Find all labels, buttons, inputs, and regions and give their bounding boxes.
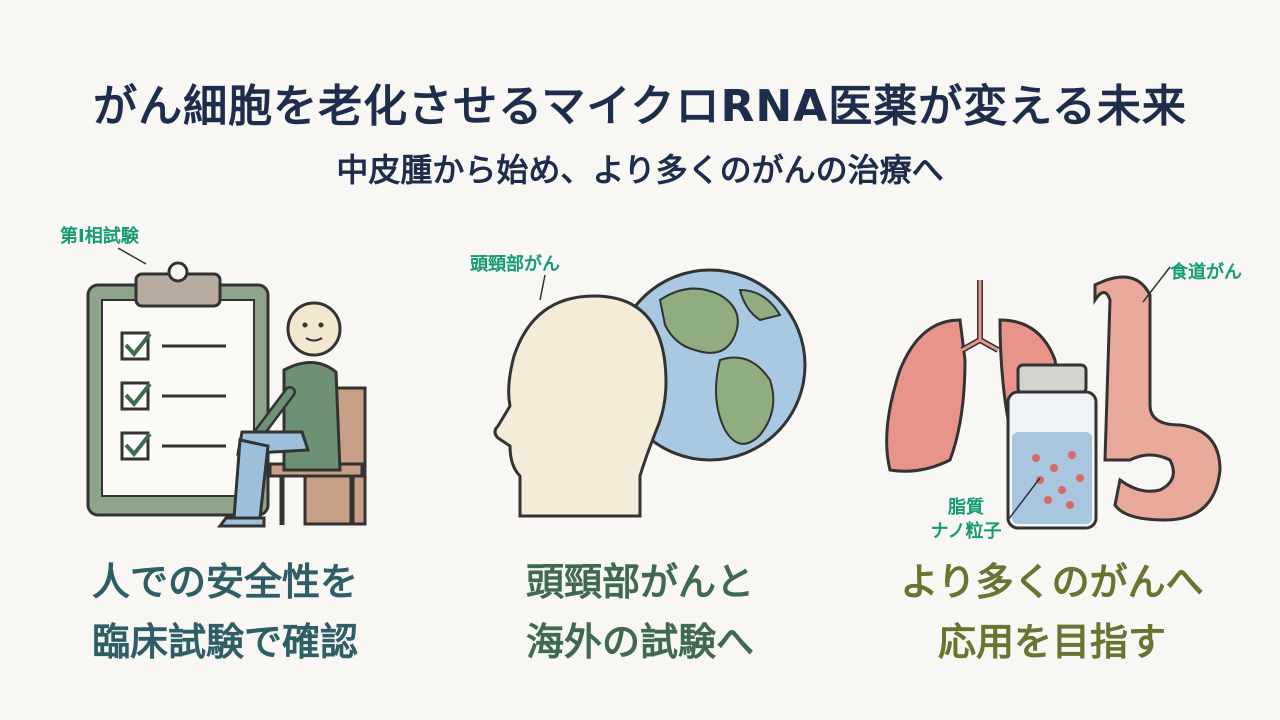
- callout-esophageal: 食道がん: [1170, 262, 1242, 283]
- callout-lipid-line2: ナノ粒子: [930, 521, 1002, 542]
- caption-2-line-1: 頭頸部がんと: [525, 560, 754, 604]
- vial-icon: [1006, 363, 1098, 530]
- caption-2-line-2: 海外の試験へ: [525, 620, 754, 664]
- caption-3-line-1: より多くのがんへ: [900, 560, 1204, 604]
- caption-3-line-2: 応用を目指す: [937, 620, 1166, 664]
- callout-lipid-line1: 脂質: [948, 497, 984, 518]
- callout-leader-3b: [1007, 477, 1041, 521]
- callout-leader-2: [539, 274, 546, 301]
- callout-leader-1: [117, 247, 147, 265]
- head-silhouette-icon: [493, 294, 668, 518]
- caption-1-line-1: 人での安全性を: [91, 560, 358, 604]
- clipboard-checklist-icon: [86, 261, 270, 517]
- callout-head-neck: 頭頸部がん: [470, 254, 560, 275]
- caption-panel-1: 人での安全性を 臨床試験で確認: [25, 552, 425, 672]
- esophagus-stomach-icon: [1093, 275, 1222, 522]
- callout-phase1: 第I相試験: [60, 226, 139, 247]
- caption-panel-3: より多くのがんへ 応用を目指す: [852, 552, 1252, 672]
- caption-1-line-2: 臨床試験で確認: [91, 620, 358, 664]
- caption-panel-2: 頭頸部がんと 海外の試験へ: [440, 552, 840, 672]
- callout-lipid-nanoparticle: 脂質 ナノ粒子: [930, 496, 1002, 544]
- page-title: がん細胞を老化させるマイクロRNA医薬が変える未来: [93, 81, 1187, 132]
- page-subtitle: 中皮腫から始め、より多くのがんの治療へ: [336, 151, 944, 189]
- callout-leader-3a: [1142, 266, 1171, 303]
- seated-person-icon: [217, 301, 367, 528]
